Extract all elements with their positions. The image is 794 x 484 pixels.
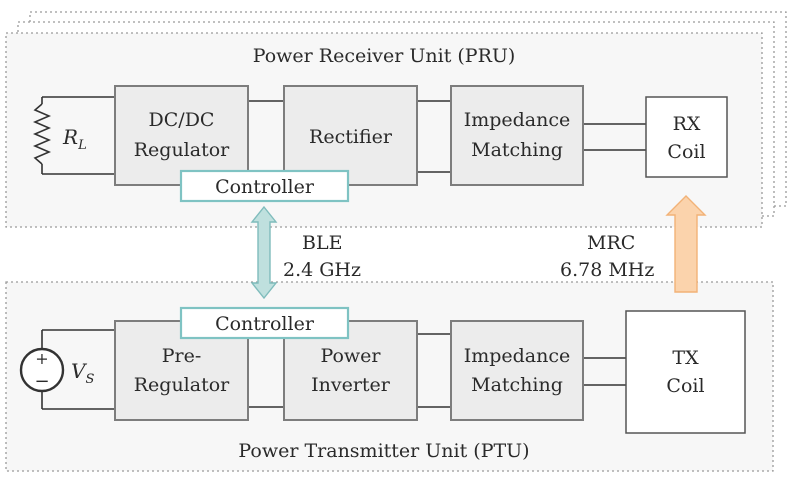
pru-title: Power Receiver Unit (PRU) [253, 45, 516, 67]
ptu-impedance-matching-label-line1: Impedance [464, 345, 571, 367]
dcdc-regulator-label-line1: DC/DC [149, 109, 215, 131]
source-minus-sign: − [34, 371, 49, 392]
ble-label-line1: BLE [302, 232, 342, 254]
tx-coil-label-line1: TX [672, 347, 699, 369]
ptu-wires [41, 329, 626, 410]
mrc-label-line2: 6.78 MHz [560, 259, 654, 281]
ptu-impedance-matching-label-line2: Matching [471, 374, 563, 396]
source-label: VS [71, 359, 94, 387]
rx-coil-label-line1: RX [673, 113, 701, 135]
voltage-source-circle-icon [19, 347, 65, 393]
source-plus-sign: + [35, 349, 48, 368]
dcdc-regulator-label-line2: Regulator [134, 139, 230, 161]
tx-coil-label-line2: Coil [666, 375, 704, 397]
ptu-controller-label: Controller [215, 313, 315, 335]
pru-impedance-matching-label-line1: Impedance [464, 109, 571, 131]
ptu-controller-block [179, 306, 350, 340]
rx-coil-label-line2: Coil [667, 141, 705, 163]
load-resistor [32, 97, 52, 174]
pru-impedance-matching-block [450, 85, 584, 186]
ble-label-line2: 2.4 GHz [283, 259, 361, 281]
pru-impedance-matching-label-line2: Matching [471, 139, 563, 161]
load-label: RL [62, 125, 87, 153]
ptu-impedance-matching-block [450, 320, 584, 421]
mrc-power-transfer-arrow-icon [665, 195, 707, 293]
pre-regulator-label-line1: Pre- [162, 345, 202, 367]
resistor-zigzag-icon [32, 103, 52, 165]
ptu-title: Power Transmitter Unit (PTU) [238, 440, 529, 462]
voltage-source [19, 347, 65, 393]
rx-coil-block [645, 96, 728, 178]
rectifier-block [283, 85, 418, 186]
mrc-label-line1: MRC [587, 232, 635, 254]
power-inverter-label-line1: Power [320, 345, 381, 367]
ble-link-double-arrow-icon [250, 205, 278, 300]
pru-controller-label: Controller [215, 176, 315, 198]
power-inverter-label-line2: Inverter [311, 374, 391, 396]
tx-coil-block [625, 310, 746, 434]
rectifier-label: Rectifier [309, 126, 393, 148]
pru-controller-block [179, 169, 350, 203]
pre-regulator-label-line2: Regulator [134, 374, 230, 396]
